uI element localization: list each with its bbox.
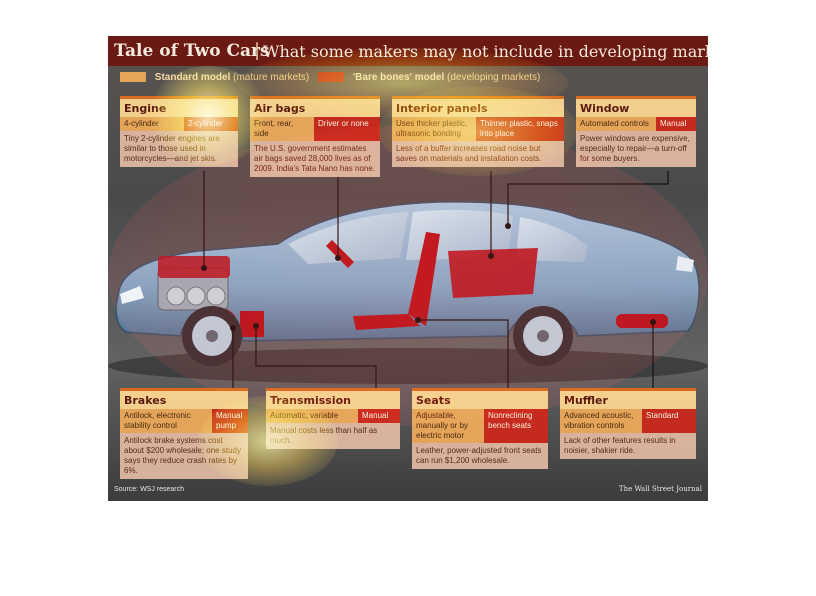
legend-bare: 'Bare bones' model (developing markets) [318,72,540,86]
legend-standard: Standard model (mature markets) [120,72,309,86]
publisher-credit: The Wall Street Journal [618,485,702,493]
transmission-title: Transmission [266,391,400,409]
brakes-box: Brakes Antilock, electronic stability co… [120,388,248,479]
front-wheel [182,306,242,366]
window-standard: Automated controls [576,117,656,131]
seats-title: Seats [412,391,548,409]
transmission-box: Transmission Automatic, variable Manual … [266,388,400,449]
title-separator: | [254,40,261,61]
interior-title: Interior panels [392,99,564,117]
legend-bare-swatch [318,72,344,83]
source-note: Source: WSJ research [114,486,185,493]
rear-wheel [513,306,573,366]
window-bare: Manual [656,117,696,131]
airbags-bare: Driver or none [314,117,380,141]
muffler-desc: Lack of other features results in noisie… [564,436,676,455]
seats-bare: Nonreclining bench seats [484,409,548,443]
window-title: Window [576,99,696,117]
steering-wheel [326,240,354,268]
brakes-bare: Manual pump [212,409,248,433]
callout-lines [203,171,669,388]
page-subtitle: What some makers may not include in deve… [263,42,708,61]
legend-standard-note: (mature markets) [233,72,310,83]
rear-seat [448,248,538,298]
legend-bare-label: 'Bare bones' model [352,72,445,83]
engine-cylinders [166,286,226,306]
title-bar: Tale of Two Cars | What some makers may … [108,36,708,66]
seats-box: Seats Adjustable, manually or by electri… [412,388,548,469]
engine-desc: Tiny 2-cylinder engines are similar to t… [124,134,220,163]
engine-title: Engine [120,99,238,117]
muffler-pipe [616,314,668,328]
transmission-desc: Manual costs less than half as much. [270,426,378,445]
engine-box: Engine 4-cylinder 2-cylinder Tiny 2-cyli… [120,96,238,167]
page-title: Tale of Two Cars [114,41,270,61]
window-box: Window Automated controls Manual Power w… [576,96,696,167]
legend-bare-note: (developing markets) [447,72,541,83]
infographic-panel: Tale of Two Cars | What some makers may … [108,36,708,501]
interior-standard: Uses thicker plastic, ultrasonic bonding [392,117,476,141]
front-seat [353,314,420,330]
muffler-bare: Standard [642,409,696,433]
brakes-desc: Antilock brake systems cost about $200 w… [124,436,241,475]
brakes-title: Brakes [120,391,248,409]
muffler-standard: Advanced acoustic, vibration controls [560,409,642,433]
interior-bare: Thinner plastic, snaps into place [476,117,564,141]
engine-highlight [158,256,230,278]
muffler-box: Muffler Advanced acoustic, vibration con… [560,388,696,459]
taillight [676,256,694,272]
front-seat-back [408,232,440,326]
engine-bare: 2-cylinder [184,117,238,131]
car-illustration [108,171,708,388]
transmission-bare: Manual [358,409,400,423]
transmission-standard: Automatic, variable [266,409,358,423]
window-desc: Power windows are expensive, especially … [580,134,690,163]
legend-standard-swatch [120,72,146,83]
airbags-desc: The U.S. government estimates air bags s… [254,144,376,173]
headlight [120,286,144,304]
seats-standard: Adjustable, manually or by electric moto… [412,409,484,443]
airbags-title: Air bags [250,99,380,117]
transmission-unit [240,311,264,337]
airbags-standard: Front, rear, side [250,117,314,141]
interior-desc: Less of a buffer increases road noise bu… [396,144,542,163]
seats-desc: Leather, power-adjusted front seats can … [416,446,542,465]
brakes-standard: Antilock, electronic stability control [120,409,212,433]
callout-dots [201,223,656,331]
muffler-title: Muffler [560,391,696,409]
interior-box: Interior panels Uses thicker plastic, ul… [392,96,564,167]
windshield [288,212,408,264]
airbags-box: Air bags Front, rear, side Driver or non… [250,96,380,177]
engine-standard: 4-cylinder [120,117,184,131]
legend-standard-label: Standard model [154,72,231,83]
